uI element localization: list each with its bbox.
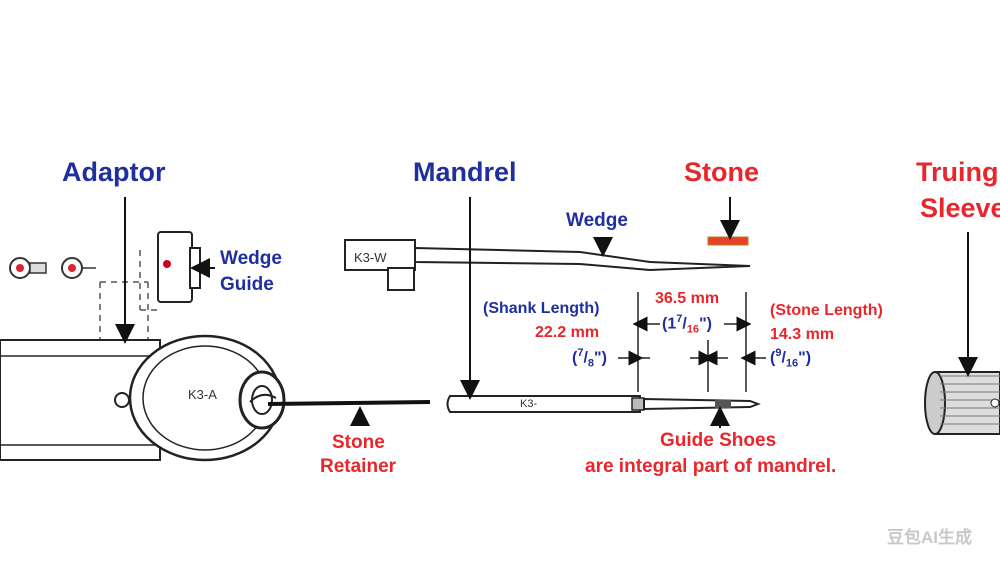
wedge-guide-label-line1: Wedge (220, 248, 282, 269)
mandrel-label: Mandrel (413, 157, 517, 187)
total-length-inch: (17/16") (662, 313, 712, 336)
stone-retainer-label-line1: Stone (332, 432, 385, 453)
stone-part (707, 236, 749, 246)
wedge-code: K3-W (354, 250, 387, 265)
stone-retainer-part (249, 393, 431, 406)
mandrel-code: K3- (520, 398, 538, 410)
mandrel-part (446, 395, 761, 413)
screw-icon (9, 257, 47, 279)
wedge-part (344, 239, 751, 291)
stone-length-title: (Stone Length) (770, 302, 883, 319)
stone-length-mm: 14.3 mm (770, 326, 835, 343)
truing-sleeve-label-line2: Sleeve (920, 193, 1000, 223)
total-length-mm: 36.5 mm (655, 290, 720, 307)
wedge-guide-part (157, 231, 201, 303)
screw-icon (61, 257, 96, 279)
truing-sleeve-label-line1: Truing (916, 157, 999, 187)
watermark: 豆包AI生成 (887, 528, 972, 547)
wedge-guide-label-line2: Guide (220, 274, 274, 295)
adaptor-part (0, 334, 286, 462)
stone-label: Stone (684, 157, 760, 187)
shank-length-inch: (7/8") (572, 347, 607, 370)
shank-length-title: (Shank Length) (483, 300, 600, 317)
stone-retainer-label-line2: Retainer (320, 456, 397, 477)
wedge-label: Wedge (566, 210, 628, 231)
shank-length-mm: 22.2 mm (535, 324, 600, 341)
guide-shoes-label-line2: are integral part of mandrel. (585, 456, 837, 477)
stone-length-inch: (9/16") (770, 347, 812, 370)
adaptor-label: Adaptor (62, 157, 166, 187)
adaptor-code: K3-A (188, 387, 217, 402)
truing-sleeve-part (924, 371, 1000, 435)
guide-shoes-label-line1: Guide Shoes (660, 430, 777, 451)
